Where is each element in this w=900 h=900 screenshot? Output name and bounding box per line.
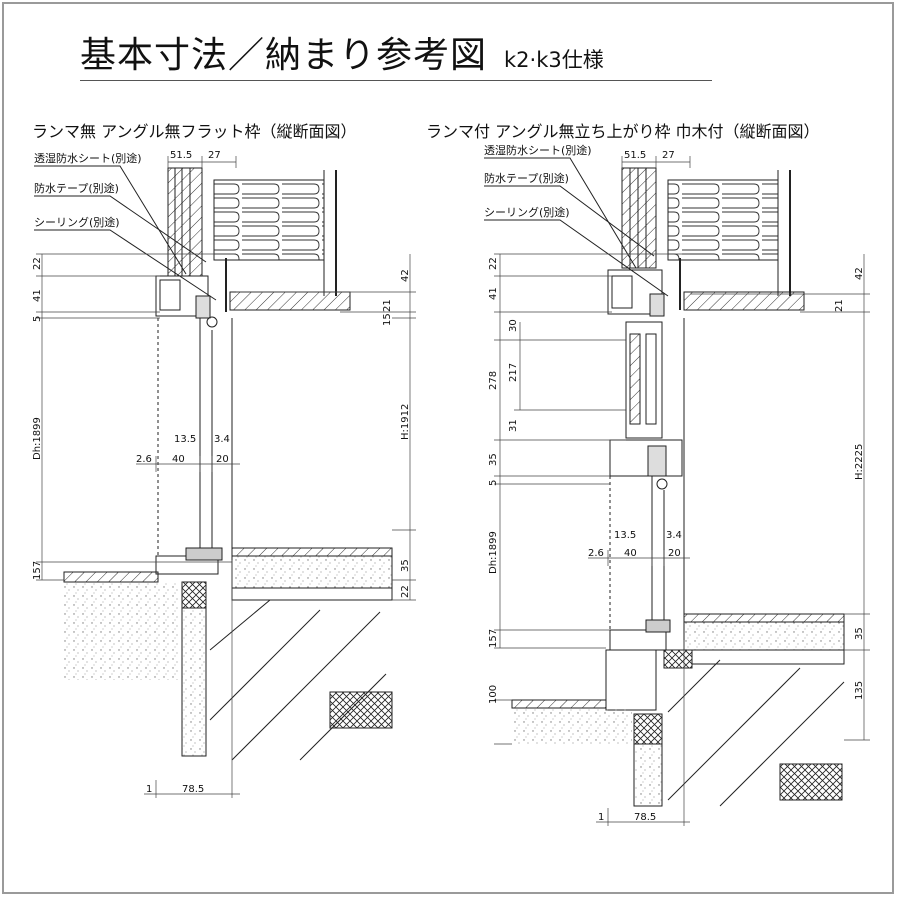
right-dim-35: 35 (488, 453, 499, 466)
left-dim-78-5: 78.5 (182, 784, 204, 795)
left-dim-r35: 35 (400, 559, 411, 572)
right-dim-22: 22 (488, 257, 499, 270)
left-dim-41: 41 (32, 289, 43, 302)
right-drawing (484, 156, 870, 826)
right-dim-27: 27 (662, 150, 675, 161)
right-dim-2-6: 2.6 (588, 548, 604, 559)
left-dim-3-4: 3.4 (214, 434, 230, 445)
right-dim-20: 20 (668, 548, 681, 559)
right-dim-1: 1 (598, 812, 604, 823)
right-dim-dh: Dh:1899 (488, 531, 499, 574)
left-drawing (34, 156, 416, 798)
left-dim-22: 22 (32, 257, 43, 270)
right-section-title: ランマ付 アングル無立ち上がり枠 巾木付（縦断面図） (426, 122, 820, 141)
left-dim-5: 5 (32, 316, 43, 322)
right-dim-78-5: 78.5 (634, 812, 656, 823)
title-underline (80, 80, 712, 81)
right-dim-r42: 42 (854, 267, 865, 280)
right-label-tape: 防水テープ(別途) (484, 171, 569, 185)
right-dim-13-5: 13.5 (614, 530, 636, 541)
right-dim-217: 217 (508, 363, 519, 382)
left-section-title: ランマ無 アングル無フラット枠（縦断面図） (32, 122, 357, 141)
right-dim-41: 41 (488, 287, 499, 300)
right-dim-100: 100 (488, 685, 499, 704)
left-dim-1: 1 (146, 784, 152, 795)
left-labels: 透湿防水シート(別途) 防水テープ(別途) シーリング(別途) 51.5 27 … (32, 150, 411, 795)
right-dim-30: 30 (508, 319, 519, 332)
right-dim-40: 40 (624, 548, 637, 559)
page-subtitle: k2·k3仕様 (504, 48, 604, 72)
page-title: 基本寸法／納まり参考図 (80, 35, 488, 76)
right-dim-3-4: 3.4 (666, 530, 682, 541)
left-dim-2-6: 2.6 (136, 454, 152, 465)
right-dim-51-5: 51.5 (624, 150, 646, 161)
left-dim-r42: 42 (400, 269, 411, 282)
left-dim-h: H:1912 (400, 404, 411, 440)
left-dim-51-5: 51.5 (170, 150, 192, 161)
right-dim-5: 5 (488, 480, 499, 486)
left-label-sealing: シーリング(別途) (34, 215, 120, 229)
left-dim-157: 157 (32, 561, 43, 580)
left-dim-20: 20 (216, 454, 229, 465)
right-dim-r135: 135 (854, 681, 865, 700)
right-label-sealing: シーリング(別途) (484, 205, 570, 219)
left-dim-40: 40 (172, 454, 185, 465)
right-dim-r35: 35 (854, 627, 865, 640)
right-labels: 透湿防水シート(別途) 防水テープ(別途) シーリング(別途) 51.5 27 … (484, 143, 865, 823)
left-dim-dh: Dh:1899 (32, 417, 43, 460)
left-dim-r15: 15 (382, 313, 393, 326)
right-dim-h: H:2225 (854, 444, 865, 480)
right-dim-r21: 21 (834, 299, 845, 312)
right-dim-31: 31 (508, 419, 519, 432)
left-dim-27: 27 (208, 150, 221, 161)
left-dim-r21: 21 (382, 299, 393, 312)
right-dim-278: 278 (488, 371, 499, 390)
left-label-sheet: 透湿防水シート(別途) (34, 151, 142, 165)
left-label-tape: 防水テープ(別途) (34, 181, 119, 195)
left-dim-13-5: 13.5 (174, 434, 196, 445)
left-dim-r22: 22 (400, 585, 411, 598)
right-dim-157: 157 (488, 629, 499, 648)
right-label-sheet: 透湿防水シート(別途) (484, 143, 592, 157)
